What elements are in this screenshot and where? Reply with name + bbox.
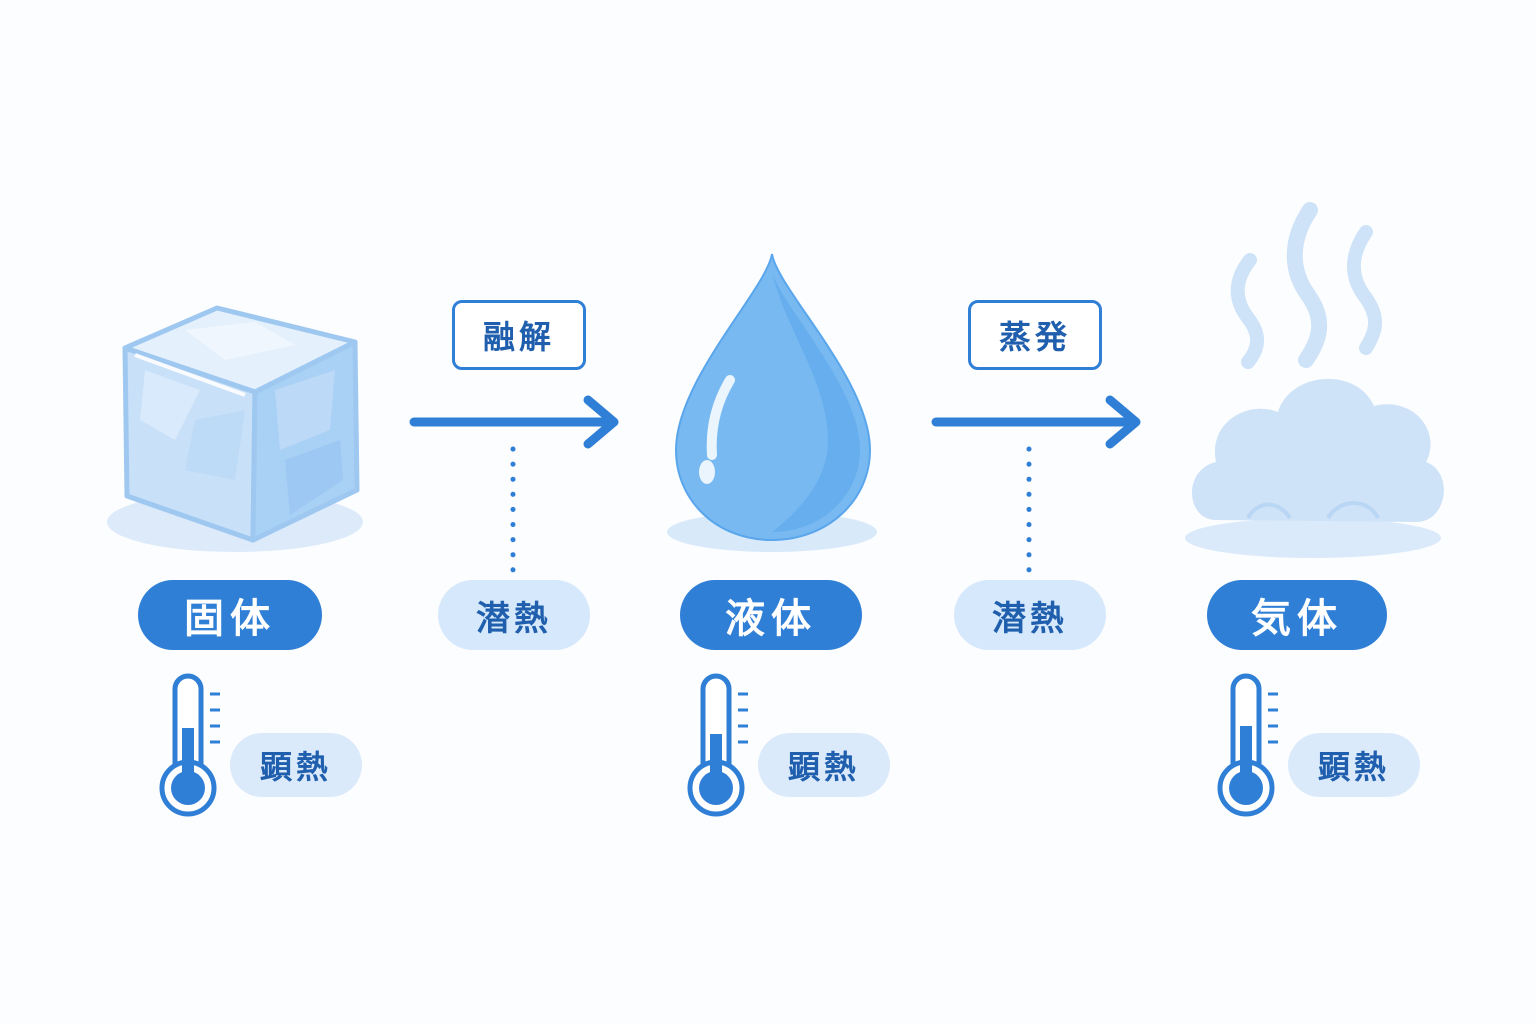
- thermometer-icon: [687, 673, 748, 817]
- state-solid-label: 固体: [138, 580, 322, 650]
- thermometer-icon: [159, 673, 220, 817]
- latent-heat-label-evaporation: 潜熱: [954, 580, 1106, 650]
- thermometer-icon: [1217, 673, 1278, 817]
- ice-cube-icon: [107, 305, 363, 552]
- sensible-heat-label-gas: 顕熱: [1288, 733, 1420, 797]
- process-melting-label: 融解: [452, 300, 586, 370]
- latent-heat-label-melting: 潜熱: [438, 580, 590, 650]
- sensible-heat-label-liquid: 顕熱: [758, 733, 890, 797]
- state-gas-label: 気体: [1207, 580, 1387, 650]
- process-evaporation-label: 蒸発: [968, 300, 1102, 370]
- dotted-connector: [1026, 446, 1032, 574]
- state-liquid-label: 液体: [680, 580, 862, 650]
- steam-cloud-icon: [1185, 202, 1444, 558]
- dotted-connector: [510, 446, 516, 574]
- sensible-heat-label-solid: 顕熱: [230, 733, 362, 797]
- arrow-right-icon: [931, 395, 1141, 449]
- arrow-right-icon: [409, 395, 619, 449]
- water-drop-icon: [667, 253, 877, 552]
